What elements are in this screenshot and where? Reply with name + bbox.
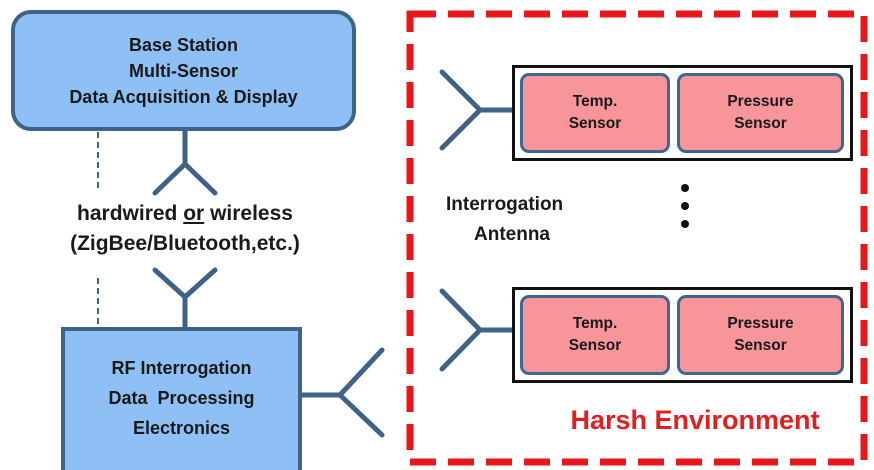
interrogation-label-line-2: Antenna: [474, 224, 550, 245]
temp-sensor-top-line-2: Sensor: [568, 115, 622, 132]
base-station-box: Base Station Multi-Sensor Data Acquisiti…: [11, 10, 356, 131]
harsh-environment-boundary: [406, 10, 868, 466]
sensor-antenna-bottom-icon: [439, 288, 515, 372]
base-station-antenna-icon: [152, 125, 218, 196]
sensor-antenna-top-icon: [439, 69, 515, 151]
temp-sensor-bottom-line-1: Temp.: [572, 315, 618, 332]
temp-sensor-bottom-line-2: Sensor: [568, 337, 622, 354]
link-protocols-text: (ZigBee/Bluetooth,etc.): [70, 232, 300, 255]
link-hardwired-text: hardwired: [77, 202, 184, 225]
link-wireless-text: wireless: [204, 202, 293, 225]
pressure-sensor-top: Pressure Sensor: [677, 73, 844, 153]
rf-box-line-2: Data Processing: [108, 387, 255, 408]
pressure-sensor-bottom: Pressure Sensor: [677, 295, 844, 375]
link-type-label: hardwired or wireless (ZigBee/Bluetooth,…: [0, 196, 370, 262]
temp-sensor-top: Temp. Sensor: [520, 73, 670, 153]
pressure-sensor-bottom-line-2: Sensor: [734, 337, 787, 354]
more-sensors-ellipsis-icon: [681, 184, 689, 228]
interrogation-label-line-1: Interrogation: [446, 194, 564, 215]
harsh-environment-label: Harsh Environment: [570, 405, 820, 435]
pressure-sensor-top-line-2: Sensor: [734, 115, 787, 132]
rf-box-line-3: Electronics: [132, 417, 231, 438]
base-station-description: Data Acquisition & Display: [69, 86, 298, 107]
temp-sensor-top-line-1: Temp.: [572, 93, 618, 110]
pressure-sensor-bottom-line-1: Pressure: [727, 315, 794, 332]
temp-sensor-bottom: Temp. Sensor: [520, 295, 670, 375]
interrogation-antenna-icon: [295, 347, 385, 438]
pressure-sensor-top-line-1: Pressure: [727, 93, 794, 110]
link-or-text: or: [183, 202, 205, 225]
base-station-title: Base Station: [128, 34, 239, 55]
rf-interrogation-box: RF Interrogation Data Processing Electro…: [61, 327, 302, 470]
interrogation-antenna-label: Interrogation Antenna: [440, 189, 600, 251]
base-station-subtitle: Multi-Sensor: [128, 60, 238, 81]
rf-box-antenna-icon: [152, 267, 218, 330]
rf-box-line-1: RF Interrogation: [111, 357, 252, 378]
